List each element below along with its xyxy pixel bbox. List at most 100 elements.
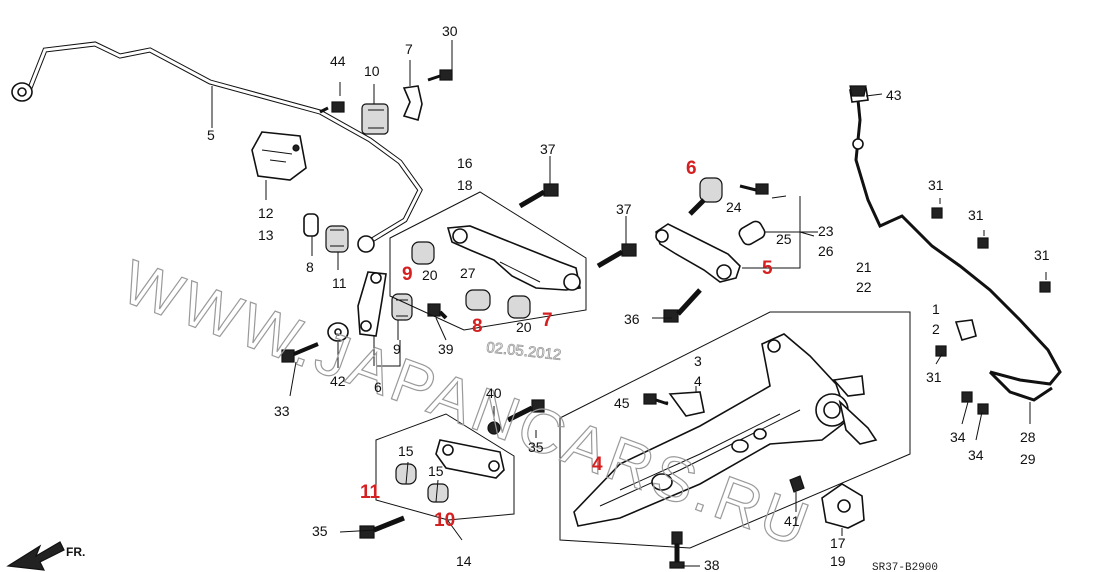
part-label: 5 — [207, 127, 215, 143]
part-label: 29 — [1020, 451, 1036, 467]
reference-code: SR37-B2900 — [872, 562, 938, 572]
part-label: 38 — [704, 557, 720, 572]
part-label: 20 — [516, 319, 532, 335]
part-label: 19 — [830, 553, 846, 569]
part-label: 20 — [422, 267, 438, 283]
red-label: 9 — [402, 264, 413, 285]
bolt-37a — [518, 183, 559, 209]
part-label: 24 — [726, 199, 742, 215]
link-bushing-8 — [303, 213, 319, 237]
lower-arm-group — [375, 413, 515, 521]
part-label: 26 — [818, 243, 834, 259]
bolt-38 — [669, 531, 685, 569]
part-label: 36 — [624, 311, 640, 327]
red-label: 10 — [434, 510, 455, 531]
red-label: 11 — [360, 482, 381, 503]
red-label: 4 — [592, 454, 603, 475]
bolt-35b — [359, 515, 405, 539]
trailing-arm — [573, 333, 878, 527]
part-label: 27 — [460, 265, 476, 281]
bolt-30 — [427, 69, 453, 82]
part-label: 30 — [442, 23, 458, 39]
part-label: 34 — [968, 447, 984, 463]
part-label: 16 — [457, 155, 473, 171]
part-label: 37 — [616, 201, 632, 217]
part-label: 31 — [1034, 247, 1050, 263]
svg-text:FR.: FR. — [66, 545, 85, 559]
red-callouts: 6 5 9 8 7 4 11 10 — [360, 158, 773, 531]
abs-sensor-harness — [849, 87, 1062, 402]
part-label: 15 — [428, 463, 444, 479]
bolt-32 — [739, 183, 769, 195]
part-number-labels: 5 12 13 44 10 7 30 8 11 9 42 6 33 39 16 … — [207, 23, 1050, 572]
red-label: 7 — [542, 310, 553, 331]
part-label: 13 — [258, 227, 274, 243]
bolts-34 — [961, 391, 989, 415]
stabilizer-bar — [11, 41, 423, 253]
link-bushing-9 — [391, 293, 413, 321]
part-label: 12 — [258, 205, 274, 221]
part-label: 44 — [330, 53, 346, 69]
part-label: 41 — [784, 513, 800, 529]
part-label: 34 — [950, 429, 966, 445]
part-label: 35 — [312, 523, 328, 539]
part-label: 25 — [776, 231, 792, 247]
nut-40 — [487, 421, 501, 435]
part-label: 17 — [830, 535, 846, 551]
part-label: 15 — [398, 443, 414, 459]
bracket-3-4 — [668, 391, 705, 417]
bolt-36 — [663, 288, 702, 323]
stabilizer-link — [357, 271, 387, 337]
bushing-20b — [507, 295, 531, 319]
front-arrow-icon: FR. — [6, 541, 85, 571]
bushing-20a — [411, 241, 435, 265]
part-label: 28 — [1020, 429, 1036, 445]
part-label: 31 — [926, 369, 942, 385]
date-stamp: 02.05.2012 — [485, 339, 562, 365]
part-label: 10 — [364, 63, 380, 79]
nut-41 — [789, 475, 805, 493]
clip-1-2 — [954, 319, 977, 341]
part-label: 18 — [457, 177, 473, 193]
part-label: 35 — [528, 439, 544, 455]
red-label: 8 — [472, 316, 483, 337]
red-label: 5 — [762, 258, 773, 279]
part-label: 22 — [856, 279, 872, 295]
bolt-44 — [319, 101, 345, 114]
stabilizer-bushing — [361, 103, 389, 135]
part-label: 37 — [540, 141, 556, 157]
part-label: 21 — [856, 259, 872, 275]
bushing-24 — [688, 177, 723, 216]
part-label: 31 — [968, 207, 984, 223]
sensor-cap-43 — [849, 85, 867, 97]
part-label: 33 — [274, 403, 290, 419]
part-label: 40 — [486, 385, 502, 401]
upper-arm-group — [389, 191, 587, 331]
red-label: 6 — [686, 158, 697, 179]
part-label: 45 — [614, 395, 630, 411]
part-label: 4 — [694, 373, 702, 389]
part-label: 39 — [438, 341, 454, 357]
part-label: 9 — [393, 341, 401, 357]
compensator-arm — [655, 223, 741, 283]
bushing-25 — [738, 220, 766, 246]
part-label: 42 — [330, 373, 346, 389]
bolt-35a — [506, 399, 545, 423]
part-label: 3 — [694, 353, 702, 369]
part-label: 14 — [456, 553, 472, 569]
bolt-33 — [281, 342, 319, 363]
link-bushing-11 — [325, 225, 349, 253]
part-label: 7 — [405, 41, 413, 57]
part-label: 31 — [928, 177, 944, 193]
bushing-15b — [427, 483, 449, 503]
part-label: 43 — [886, 87, 902, 103]
part-label: 8 — [306, 259, 314, 275]
part-label: 11 — [332, 275, 347, 291]
knuckle-17-19 — [821, 483, 865, 529]
part-label: 2 — [932, 321, 940, 337]
bushing-27 — [465, 289, 491, 311]
washer-42 — [327, 322, 349, 342]
part-label: 1 — [932, 301, 940, 317]
nut-39 — [427, 303, 448, 320]
